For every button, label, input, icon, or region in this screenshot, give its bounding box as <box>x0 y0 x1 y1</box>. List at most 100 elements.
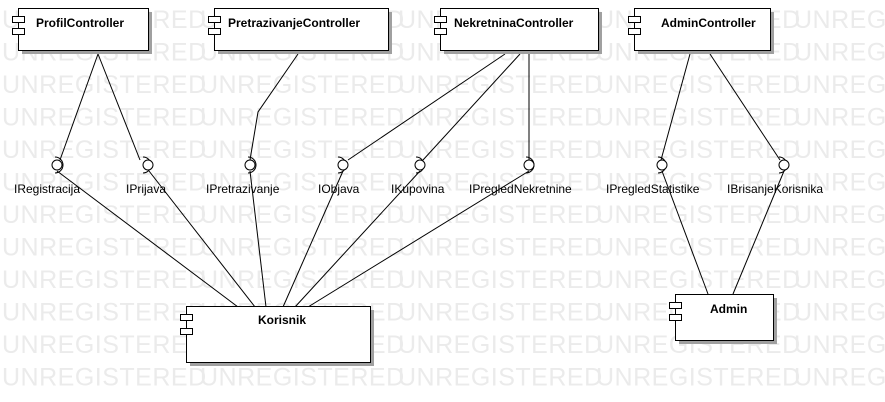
watermark-text: UNREGISTERED <box>596 136 801 164</box>
ball-icon <box>656 159 668 171</box>
connector-registracija-korisnik <box>56 170 239 308</box>
component-title: AdminController <box>661 16 756 30</box>
watermark-text: UNREGISTERED <box>2 364 207 392</box>
watermark-text: UNREGISTERED <box>794 266 885 294</box>
component-title: Korisnik <box>258 313 306 327</box>
ball-icon <box>337 159 349 171</box>
component-title: NekretninaController <box>454 16 574 30</box>
component-title: PretrazivanjeController <box>228 16 360 30</box>
watermark-text: UNREGISTERED <box>2 71 207 99</box>
ball-icon <box>244 159 256 171</box>
component-pretrazivanje-controller[interactable]: PretrazivanjeController <box>208 8 393 55</box>
interface-kupovina: IKupovina <box>391 156 445 196</box>
watermark-text: UNREGISTERED <box>398 266 603 294</box>
watermark-text: UNREGISTERED <box>200 266 405 294</box>
watermark-text: UNREGISTERED <box>2 234 207 262</box>
component-icon <box>628 16 641 23</box>
interface-registracija: IRegistracija <box>14 156 80 196</box>
component-korisnik[interactable]: Korisnik <box>180 306 375 367</box>
component-admin-controller[interactable]: AdminController <box>628 8 775 55</box>
connector-pretrazivanje-korisnik <box>249 170 267 308</box>
watermark-text: UNREGISTERED <box>2 136 207 164</box>
watermark-text: UNREGISTERED <box>200 201 405 229</box>
interface-label-pregled-statistike: IPregledStatistike <box>606 182 700 196</box>
component-nekretnina-controller[interactable]: NekretninaController <box>434 8 603 55</box>
connector-profil-registracija <box>59 53 99 161</box>
connector-objava-korisnik <box>282 170 344 308</box>
connector-nekretnina-objava <box>347 53 506 161</box>
connector-prijava-korisnik <box>148 170 256 308</box>
component-icon <box>12 28 25 35</box>
component-box <box>186 306 371 363</box>
watermark-text: UNREGISTERED <box>2 201 207 229</box>
ball-icon <box>142 159 154 171</box>
component-box <box>214 8 389 51</box>
connector-pregled-korisnik <box>307 170 530 308</box>
watermark-text: UNREGISTERED <box>200 104 405 132</box>
interface-pregled-statistike: IPregledStatistike <box>606 156 700 196</box>
watermark-text: UNREGISTERED <box>794 39 885 67</box>
watermark-text: UNREGISTERED <box>398 299 603 327</box>
interface-label-pretrazivanje: IPretrazivanje <box>206 182 280 196</box>
interface-objava: IObjava <box>318 156 360 196</box>
component-box <box>634 8 771 51</box>
watermark-text: UNREGISTERED <box>596 364 801 392</box>
interface-pretrazivanje: IPretrazivanje <box>206 156 280 196</box>
watermark-text: UNREGISTERED <box>596 71 801 99</box>
component-admin[interactable]: Admin <box>669 294 778 345</box>
component-icon <box>180 328 193 335</box>
required-connectors <box>59 53 781 161</box>
component-icon <box>628 28 641 35</box>
interface-label-brisanje-korisnika: IBrisanjeKorisnika <box>727 182 823 196</box>
watermark-text: UNREGISTERED <box>2 169 207 197</box>
ball-icon <box>51 159 63 171</box>
component-icon <box>434 16 447 23</box>
component-icon <box>12 16 25 23</box>
watermark-text: UNREGISTERED <box>398 331 603 359</box>
connector-nekretnina-kupovina <box>422 53 521 161</box>
component-box <box>675 294 774 341</box>
watermark-text: UNREGISTERED <box>200 234 405 262</box>
watermark-text: UNREGISTERED <box>596 169 801 197</box>
ball-icon <box>414 159 426 171</box>
watermark-text: UNREGISTERED <box>398 364 603 392</box>
watermark-text: UNREGISTERED <box>200 169 405 197</box>
interface-label-kupovina: IKupovina <box>391 182 445 196</box>
watermark-text: UNREGISTERED <box>794 364 885 392</box>
watermark-text: UNREGISTERED <box>794 136 885 164</box>
component-icon <box>669 314 682 321</box>
watermark-text: UNREGISTERED <box>2 299 207 327</box>
component-icon <box>208 28 221 35</box>
provided-connectors <box>56 170 785 308</box>
connector-kupovina-korisnik <box>294 170 421 308</box>
connector-statistika-admin <box>661 170 709 295</box>
watermark-text: UNREGISTERED <box>596 266 801 294</box>
interface-brisanje-korisnika: IBrisanjeKorisnika <box>727 156 823 196</box>
component-title: Admin <box>710 302 747 316</box>
interface-label-prijava: IPrijava <box>126 182 166 196</box>
watermark-text: UNREGISTERED <box>200 364 405 392</box>
watermark-text: UNREGISTERED <box>2 331 207 359</box>
component-icon <box>669 302 682 309</box>
component-profil-controller[interactable]: ProfilController <box>12 8 153 55</box>
connector-adminctrl-brisanje <box>709 53 781 161</box>
watermark-text: UNREGISTERED <box>794 71 885 99</box>
component-box <box>440 8 599 51</box>
watermark-text: UNREGISTERED <box>398 136 603 164</box>
interface-label-objava: IObjava <box>318 182 360 196</box>
connector-profil-prijava <box>97 53 141 161</box>
interface-pregled-nekretnine: IPregledNekretnine <box>469 156 572 196</box>
watermark-text: UNREGISTERED <box>398 169 603 197</box>
watermark-text: UNREGISTERED <box>398 201 603 229</box>
watermark-text: UNREGISTERED <box>794 169 885 197</box>
watermark-text: UNREGISTERED <box>794 234 885 262</box>
watermark-text: UNREGISTERED <box>794 6 885 34</box>
watermark-text: UNREGISTERED <box>794 104 885 132</box>
watermark-text: UNREGISTERED <box>398 234 603 262</box>
watermark-text: UNREGISTERED <box>2 104 207 132</box>
ball-icon <box>523 159 535 171</box>
watermark-text: UNREGISTERED <box>794 331 885 359</box>
ball-icon <box>778 159 790 171</box>
component-icon <box>434 28 447 35</box>
